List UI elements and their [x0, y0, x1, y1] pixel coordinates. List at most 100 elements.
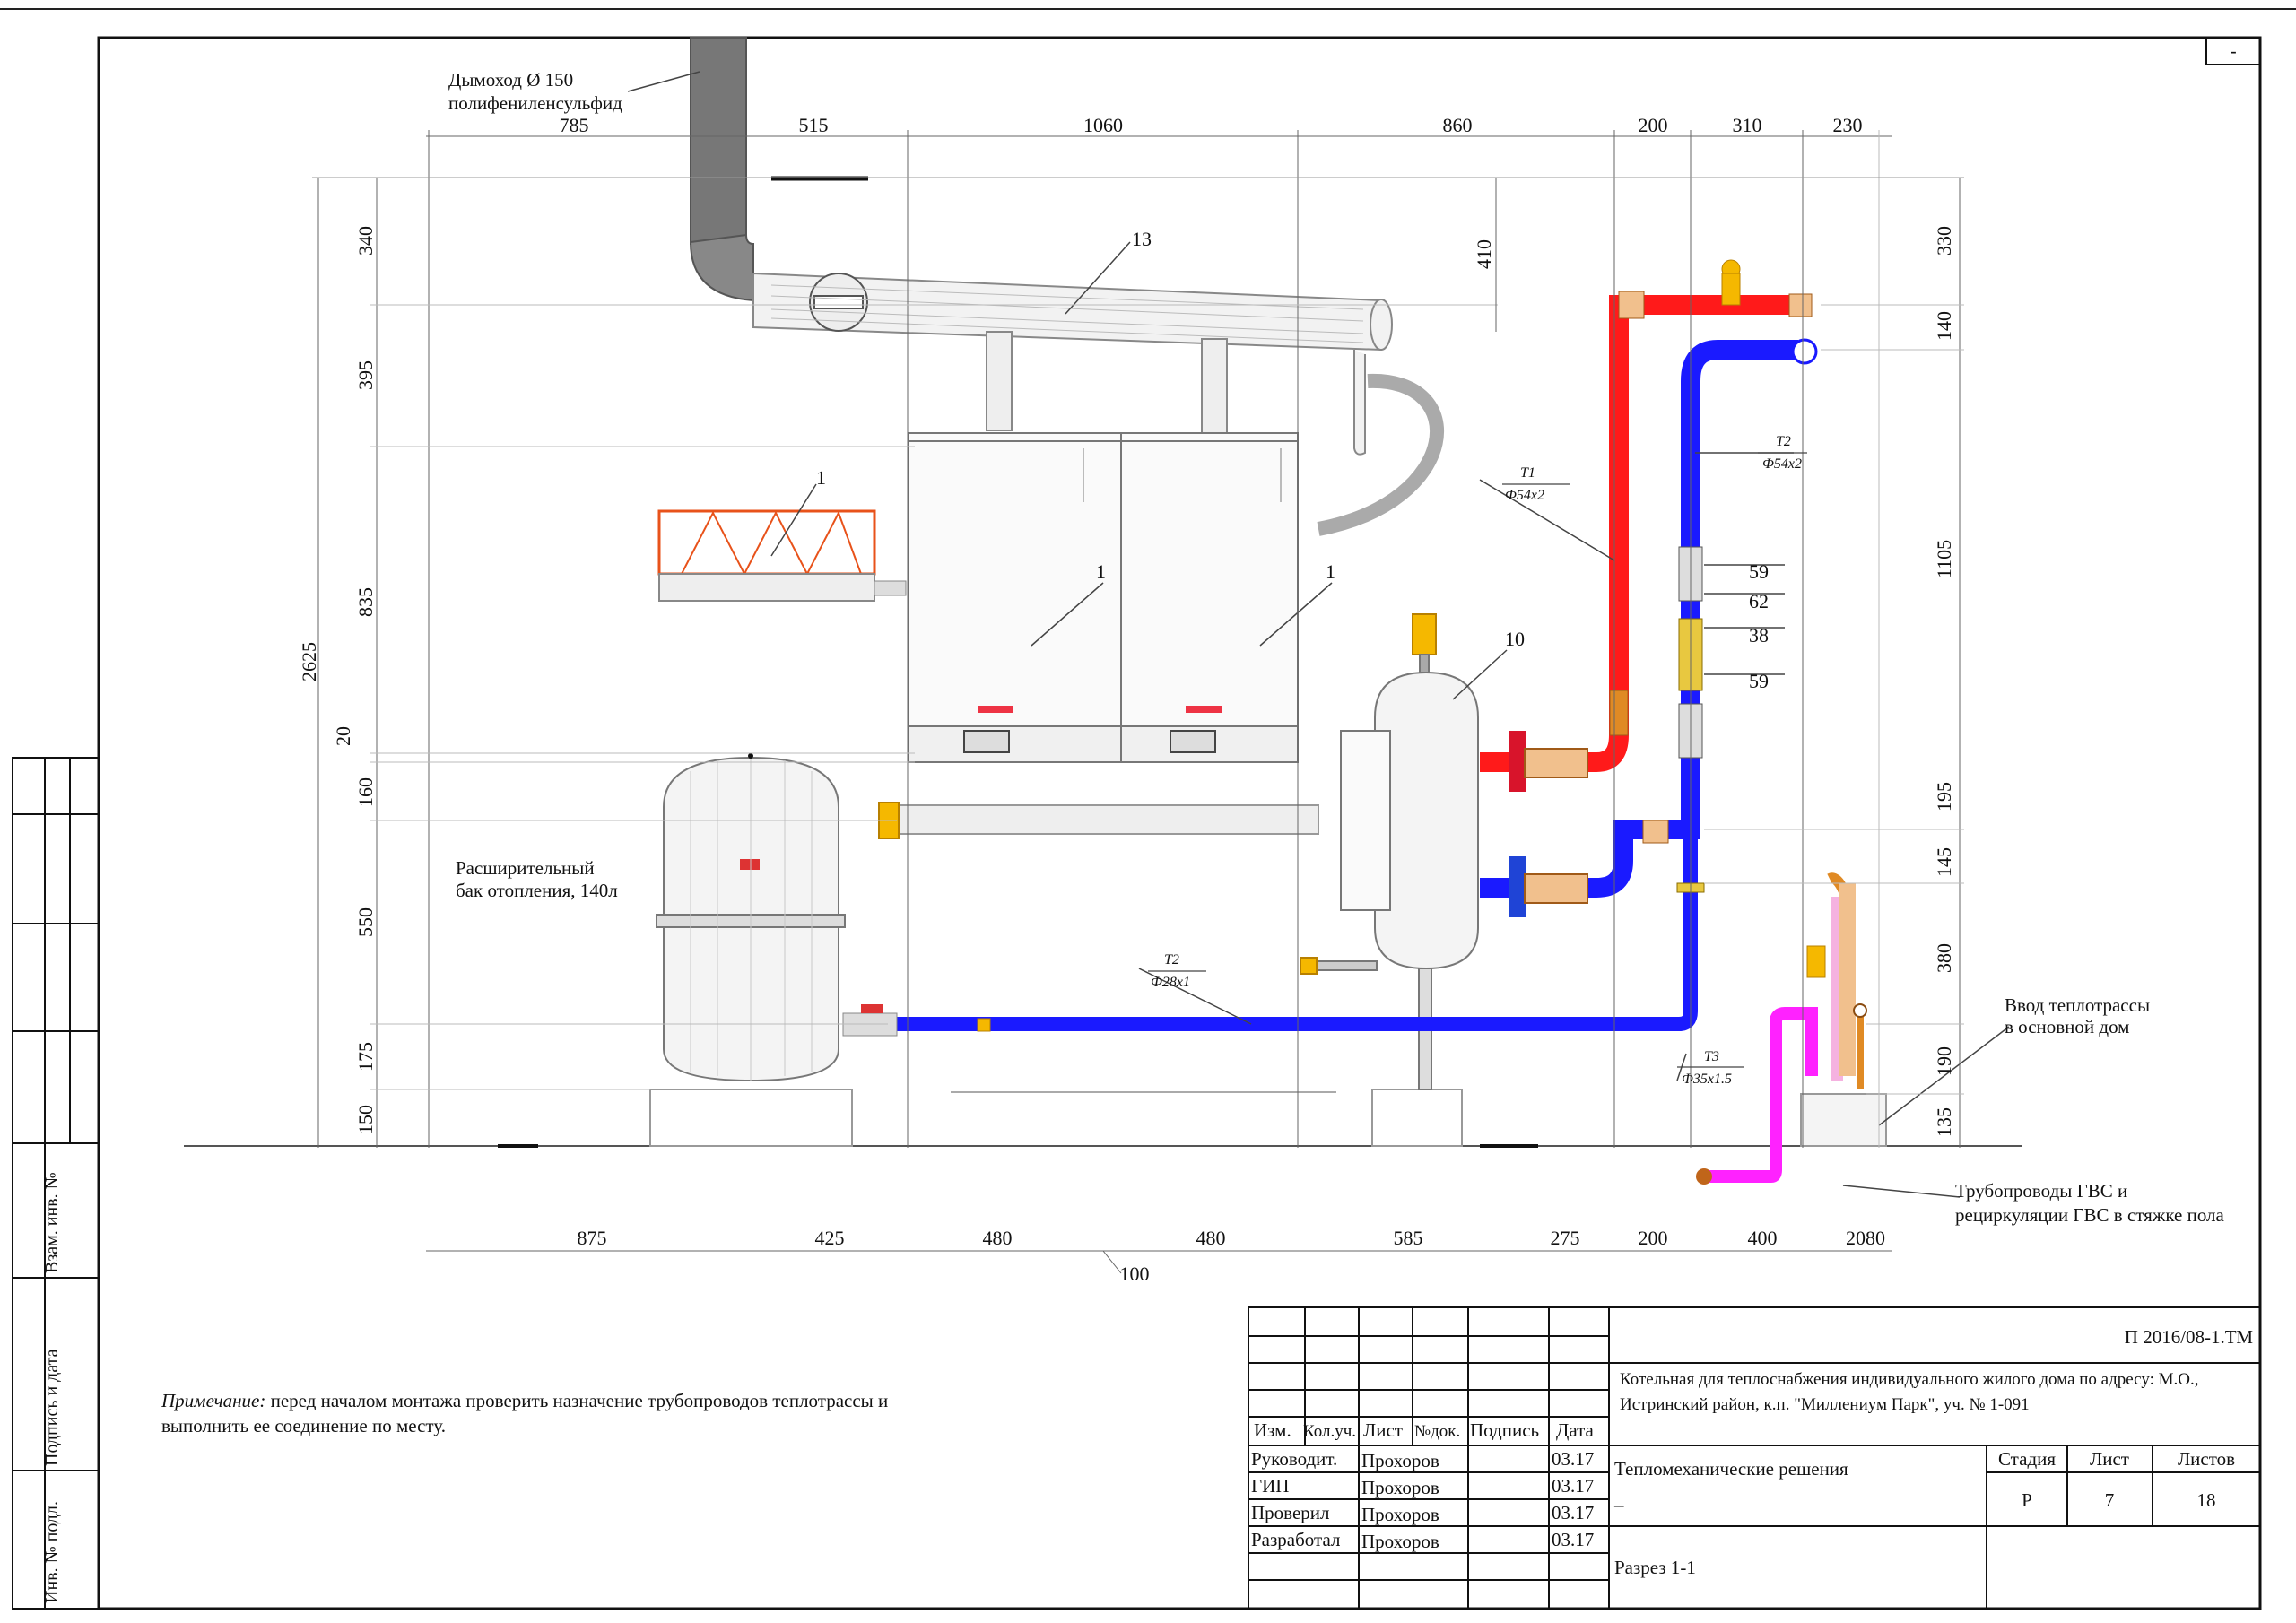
callout-tank: бак отопления, 140л	[456, 880, 618, 901]
tb-header: №док.	[1414, 1422, 1460, 1441]
side-inv-num: Инв. № подл.	[42, 1501, 62, 1603]
dim-left: 835	[354, 587, 377, 617]
dim-right: 190	[1933, 1046, 1955, 1076]
callout-flue: Дымоход Ø 150	[448, 69, 573, 91]
tb-header: Дата	[1556, 1419, 1595, 1441]
mark-label: 1	[816, 466, 826, 489]
dim-right: 135	[1933, 1107, 1955, 1137]
dim-left: 150	[354, 1105, 377, 1134]
dim-bottom: 480	[983, 1227, 1013, 1249]
tb-sheet-title: Разрез 1-1	[1614, 1557, 1696, 1578]
side-replace-inv: Взам. инв. №	[42, 1172, 62, 1273]
dim-left: 20	[332, 726, 354, 746]
callout-dhw: Трубопроводы ГВС и	[1955, 1180, 2127, 1202]
dim-bottom: 2080	[1846, 1227, 1885, 1249]
hydraulic-separator	[1300, 613, 1479, 1090]
tb-sheet-label: Лист	[2090, 1448, 2129, 1470]
tb-role: Разработал	[1251, 1529, 1340, 1550]
tb-name: Прохоров	[1361, 1504, 1439, 1525]
dim-right: 380	[1933, 943, 1955, 973]
tb-date: 03.17	[1552, 1529, 1594, 1550]
dim-top: 515	[799, 114, 829, 136]
dim-right: 140	[1933, 311, 1955, 341]
corner-box	[2205, 37, 2261, 65]
tb-sheets-label: Листов	[2178, 1448, 2235, 1470]
dim-bottom: 585	[1394, 1227, 1423, 1249]
mark-label: 10	[1505, 628, 1525, 650]
mark-label: 62	[1749, 590, 1769, 612]
tb-header: Подпись	[1470, 1419, 1539, 1441]
dim-chain-left	[312, 177, 1964, 1148]
tb-header: Лист	[1363, 1419, 1403, 1441]
title-block	[1248, 1306, 2261, 1610]
dim-right: 330	[1933, 226, 1955, 256]
pipe-t3	[1696, 872, 1867, 1185]
dim-chain-bottom	[426, 1250, 1892, 1274]
tb-header: Изм.	[1254, 1419, 1292, 1441]
dim-right: 195	[1933, 782, 1955, 812]
callout-inlet: Ввод теплотрассы	[2005, 994, 2150, 1016]
callout-tank: Расширительный	[456, 857, 595, 879]
pipe-label-t3-size: Ф35х1.5	[1682, 1072, 1732, 1087]
dim-left: 175	[354, 1042, 377, 1072]
tb-header: Кол.уч.	[1303, 1422, 1356, 1441]
dim-top: 230	[1833, 114, 1863, 136]
pipe-label-t1: Т1	[1520, 465, 1535, 481]
tb-role: ГИП	[1251, 1475, 1289, 1497]
corner-mark: -	[2230, 39, 2236, 62]
tb-role: Проверил	[1251, 1502, 1330, 1523]
side-stamp	[12, 757, 100, 1610]
mark-label: 13	[1132, 228, 1152, 250]
dim-chain-right	[1704, 178, 1964, 1148]
boiler-left	[908, 432, 1122, 763]
wall-unit	[657, 509, 907, 602]
separator-base	[1371, 1089, 1463, 1147]
pipe-label-t2-bottom-size: Ф28х1	[1151, 975, 1190, 990]
pipe-label-t3: Т3	[1704, 1049, 1719, 1064]
tb-date: 03.17	[1552, 1502, 1594, 1523]
tb-date: 03.17	[1552, 1448, 1594, 1470]
tb-name: Прохоров	[1361, 1477, 1439, 1498]
tb-sheets: 18	[2197, 1489, 2216, 1511]
dim-top: 1060	[1083, 114, 1123, 136]
dim-bottom: 875	[578, 1227, 607, 1249]
dim-left: 340	[354, 226, 377, 256]
dim-right: 145	[1933, 847, 1955, 877]
note-text: перед началом монтажа проверить назначен…	[270, 1390, 889, 1411]
dim-100: 100	[1120, 1263, 1150, 1285]
callout-dhw: рециркуляции ГВС в стяжке пола	[1955, 1204, 2225, 1226]
tb-sheet: 7	[2105, 1489, 2115, 1511]
dim-bottom: 200	[1639, 1227, 1668, 1249]
general-note: Примечание: перед началом монтажа провер…	[161, 1388, 1013, 1438]
pipe-t1	[1480, 259, 1813, 792]
tb-section-dash: –	[1613, 1494, 1624, 1515]
callout-flue: полифениленсульфид	[448, 92, 622, 114]
dim-top: 785	[560, 114, 589, 136]
boiler-right	[1120, 432, 1299, 763]
chimney-pipe	[690, 37, 747, 245]
side-sign-date: Подпись и дата	[42, 1349, 62, 1466]
dim-total: 2625	[298, 642, 320, 681]
pipe-label-t2-bottom: Т2	[1164, 952, 1179, 968]
mark-label: 59	[1749, 670, 1769, 692]
note-label: Примечание:	[161, 1390, 266, 1411]
boiler-manifold	[896, 804, 1319, 835]
note-text-2: выполнить ее соединение по месту.	[161, 1415, 446, 1436]
tb-name: Прохоров	[1361, 1450, 1439, 1471]
tb-section: Тепломеханические решения	[1614, 1458, 1848, 1480]
dim-bottom: 275	[1551, 1227, 1580, 1249]
pipe-label-t2-top-size: Ф54х2	[1762, 456, 1802, 472]
tb-doc-code: П 2016/08-1.ТМ	[2125, 1326, 2254, 1348]
dim-top: 860	[1443, 114, 1473, 136]
dim-bottom: 400	[1748, 1227, 1778, 1249]
mark-label: 1	[1096, 560, 1106, 583]
tank-base	[649, 1089, 853, 1147]
mark-label: 59	[1749, 560, 1769, 583]
inlet-box	[1800, 1093, 1887, 1147]
pipe-label-t2-top: Т2	[1776, 434, 1791, 449]
dim-top: 200	[1639, 114, 1668, 136]
tb-stage: Р	[2022, 1489, 2032, 1511]
tb-date: 03.17	[1552, 1475, 1594, 1497]
dim-left: 550	[354, 907, 377, 937]
